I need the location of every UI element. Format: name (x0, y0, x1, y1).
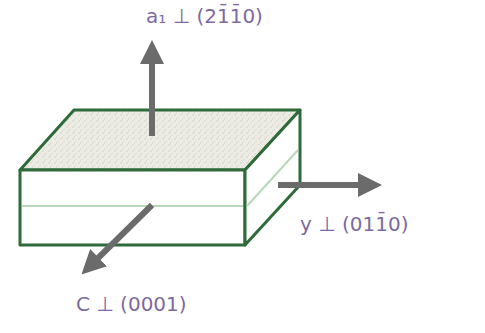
layer-line (22, 205, 243, 207)
axis-arrow (149, 52, 155, 136)
axis-label: y ⊥ (011̄0) (300, 212, 408, 236)
layer-line (247, 150, 298, 206)
front-face (20, 170, 245, 245)
axis-label: C ⊥ (0001) (76, 292, 187, 316)
axis-label: a₁ ⊥ (21̄1̄0) (146, 4, 263, 28)
side-face (245, 110, 300, 245)
axis-arrow (90, 205, 152, 266)
axis-arrow (278, 182, 370, 188)
